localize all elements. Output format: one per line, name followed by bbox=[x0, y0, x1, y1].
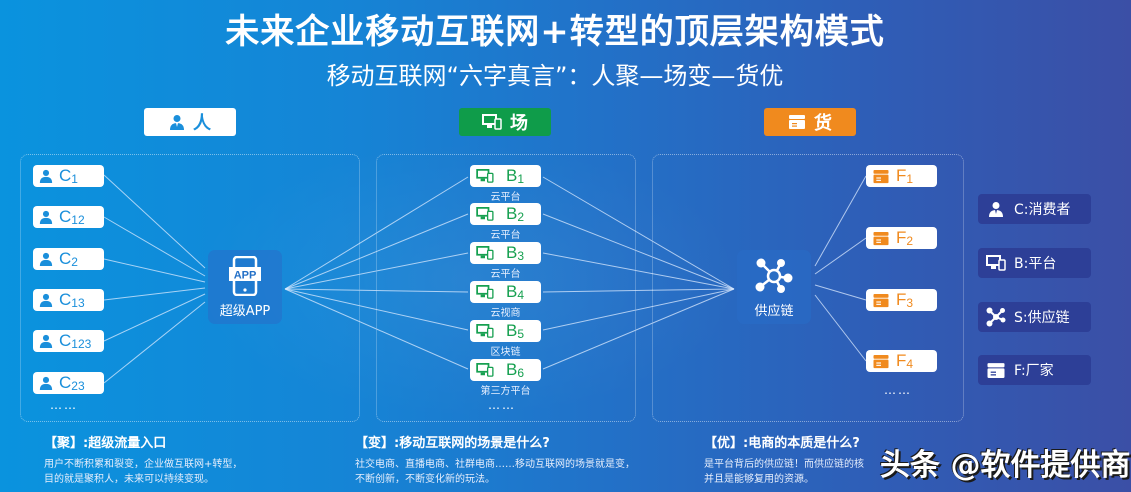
box-icon bbox=[873, 169, 889, 183]
devices-icon bbox=[476, 246, 494, 260]
goods-node-f2: F2 bbox=[866, 227, 937, 249]
category-goods: 货 bbox=[764, 108, 856, 136]
goods-node-f4: F4 bbox=[866, 350, 937, 372]
legend-platform: B:平台 bbox=[978, 248, 1091, 278]
person-icon bbox=[39, 293, 53, 307]
legend-label: S:供应链 bbox=[1014, 310, 1070, 326]
devices-icon bbox=[476, 324, 494, 338]
people-node-c13: C13 bbox=[33, 289, 104, 311]
description-change: 【变】:移动互联网的场景是什么? 社交电商、直播电商、社群电商……移动互联网的场… bbox=[355, 432, 635, 487]
description-heading: 【优】:电商的本质是什么? bbox=[704, 436, 860, 451]
goods-node-f1: F1 bbox=[866, 165, 937, 187]
person-icon bbox=[39, 334, 53, 348]
person-icon bbox=[39, 169, 53, 183]
people-more: …… bbox=[50, 398, 78, 412]
super-app-label: 超级APP bbox=[219, 303, 271, 319]
category-people: 人 bbox=[144, 108, 236, 136]
box-icon bbox=[873, 231, 889, 245]
source-watermark: 头条 @软件提供商 bbox=[880, 448, 1131, 483]
supply-chain-hub: 供应链 bbox=[737, 250, 811, 324]
devices-icon bbox=[986, 255, 1006, 271]
legend-manufacturer: F:厂家 bbox=[978, 355, 1091, 385]
box-icon bbox=[987, 362, 1005, 378]
person-icon bbox=[39, 210, 53, 224]
scene-node-b5: B5 bbox=[470, 320, 541, 342]
person-icon bbox=[39, 376, 53, 390]
goods-more: …… bbox=[884, 383, 912, 397]
people-node-c12: C12 bbox=[33, 206, 104, 228]
page-subtitle: 移动互联网“六字真言”：人聚—场变—货优 bbox=[326, 62, 784, 90]
category-label: 人 bbox=[193, 113, 211, 134]
scene-caption: 云视商 bbox=[490, 308, 521, 319]
box-icon bbox=[789, 115, 805, 129]
person-icon bbox=[170, 115, 184, 130]
scene-caption: 云平台 bbox=[490, 230, 521, 241]
box-icon bbox=[873, 354, 889, 368]
goods-panel bbox=[652, 154, 964, 422]
category-scene: 场 bbox=[459, 108, 551, 136]
scene-node-b6: B6 bbox=[470, 359, 541, 381]
category-label: 货 bbox=[814, 113, 832, 134]
scene-node-b3: B3 bbox=[470, 242, 541, 264]
devices-icon bbox=[482, 114, 502, 130]
legend-label: F:厂家 bbox=[1014, 363, 1054, 379]
devices-icon bbox=[476, 363, 494, 377]
network-icon bbox=[986, 307, 1006, 327]
scene-caption: 云平台 bbox=[490, 192, 521, 203]
scene-node-b2: B2 bbox=[470, 203, 541, 225]
box-icon bbox=[873, 293, 889, 307]
people-node-c2: C2 bbox=[33, 248, 104, 270]
svg-text:APP: APP bbox=[234, 269, 257, 281]
super-app-hub: APP 超级APP bbox=[208, 250, 282, 324]
description-gather: 【聚】:超级流量入口 用户不断积累和裂变，企业做互联网+转型，目的就是聚积人，未… bbox=[44, 432, 242, 487]
description-optimize: 【优】:电商的本质是什么? 是平台背后的供应链！而供应链的核并且是能够复用的资源… bbox=[704, 432, 864, 487]
legend-supply-chain: S:供应链 bbox=[978, 302, 1091, 332]
page-title: 未来企业移动互联网+转型的顶层架构模式 bbox=[225, 12, 885, 52]
app-phone-icon: APP bbox=[229, 255, 261, 296]
devices-icon bbox=[476, 207, 494, 221]
legend-consumer: C:消费者 bbox=[978, 194, 1091, 224]
people-panel bbox=[20, 154, 360, 422]
goods-node-f3: F3 bbox=[866, 289, 937, 311]
supply-chain-label: 供应链 bbox=[754, 303, 794, 319]
scene-node-b4: B4 bbox=[470, 281, 541, 303]
scene-caption: 区块链 bbox=[490, 347, 521, 358]
devices-icon bbox=[476, 169, 494, 183]
people-node-c1: C1 bbox=[33, 165, 104, 187]
description-heading: 【聚】:超级流量入口 bbox=[44, 436, 167, 451]
scene-caption: 云平台 bbox=[490, 269, 521, 280]
scene-node-b1: B1 bbox=[470, 165, 541, 187]
legend-label: B:平台 bbox=[1014, 256, 1057, 272]
people-node-c123: C123 bbox=[33, 330, 104, 352]
network-icon bbox=[755, 258, 793, 293]
devices-icon bbox=[476, 285, 494, 299]
person-icon bbox=[39, 252, 53, 266]
legend-label: C:消费者 bbox=[1014, 202, 1071, 218]
scene-caption: 第三方平台 bbox=[480, 386, 531, 397]
people-node-c23: C23 bbox=[33, 372, 104, 394]
scene-panel bbox=[376, 154, 636, 422]
scene-more: …… bbox=[488, 398, 516, 412]
category-label: 场 bbox=[510, 113, 528, 134]
person-icon bbox=[989, 202, 1003, 217]
description-heading: 【变】:移动互联网的场景是什么? bbox=[355, 436, 550, 451]
